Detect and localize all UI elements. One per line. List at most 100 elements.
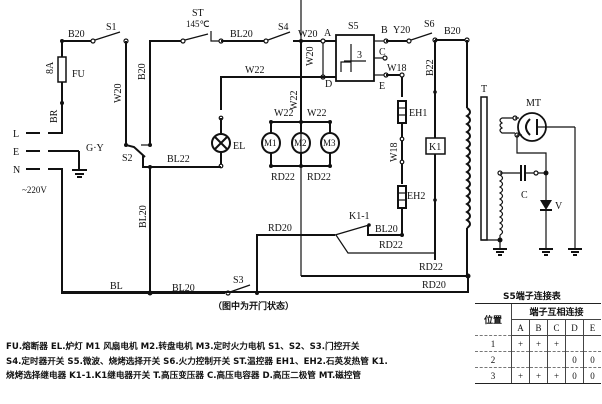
switch-s5: 3 S5 A D W20 B C E	[300, 21, 389, 92]
table-row: 2 0 0	[475, 351, 601, 368]
terminal-d-label: D	[325, 79, 332, 90]
column-header: E	[583, 319, 601, 336]
ground-wire-label: G·Y	[86, 143, 104, 154]
st-label: ST	[192, 8, 204, 19]
legend-line: FU.熔断器 EL.炉灯 M1 风扇电机 M2.转盘电机 M3.定时火力电机 S…	[6, 342, 360, 352]
table-cell	[511, 351, 530, 368]
diode-v: V	[539, 173, 563, 256]
column-header: B	[529, 319, 548, 336]
column-header: A	[511, 319, 530, 336]
power-input: L E N ~220V G·Y	[13, 129, 104, 195]
wire-label-w20-s1: W20	[113, 84, 124, 103]
ground-icon	[493, 248, 507, 256]
ground-icon	[72, 169, 87, 178]
wire-label-w18-mid: W18	[389, 143, 400, 162]
fuse-label: FU	[72, 69, 86, 80]
wire-label-bl: BL	[110, 281, 123, 292]
wire-label-rd22-k1: RD22	[419, 262, 443, 273]
position-cell: 1	[475, 335, 512, 352]
wire-label-rd20-bottom: RD20	[422, 280, 446, 291]
terminal-a-label: A	[324, 28, 332, 39]
v-label: V	[555, 201, 563, 212]
fuse-branch: FU 8A BR B20	[45, 29, 93, 134]
terminal-c-label: C	[379, 47, 386, 58]
wire-label-bl20-st: BL20	[230, 29, 253, 40]
table-cell: +	[547, 335, 566, 352]
table-cell: 0	[565, 351, 584, 368]
relay-switch-k1-1: K1-1	[334, 211, 436, 258]
wire-label-b20-s6: B20	[444, 26, 461, 37]
line-terminal-label: L	[13, 129, 19, 140]
component-legend: FU.熔断器 EL.炉灯 M1 风扇电机 M2.转盘电机 M3.定时火力电机 S…	[6, 340, 466, 384]
m1-label: M1	[264, 138, 277, 148]
table-cell: +	[511, 335, 530, 352]
eh1-label: EH1	[409, 108, 427, 119]
k1-1-label: K1-1	[349, 211, 370, 222]
voltage-label: ~220V	[22, 185, 47, 195]
wire-label-b20-st: B20	[137, 63, 148, 80]
wire-label-b22: B22	[425, 59, 436, 76]
mt-label: MT	[526, 98, 541, 109]
table-row: 3 + + + 0 0	[475, 367, 601, 384]
column-header: C	[547, 319, 566, 336]
s5-terminal-table: 位置 端子互相连接 A B C D E 1 + + + 2 0 0 3 + + …	[475, 303, 601, 384]
lamp-el: EL	[211, 115, 245, 169]
s4-label: S4	[278, 22, 289, 33]
s2-label: S2	[122, 153, 133, 164]
table-cell: +	[529, 335, 548, 352]
table-cell: +	[547, 367, 566, 384]
position-cell: 3	[475, 367, 512, 384]
wire-label-bl22: BL22	[167, 154, 190, 165]
wire-label-w18-top: W18	[387, 63, 406, 74]
door-open-note: （图中为开门状态）	[213, 302, 295, 312]
wire-label-y20: Y20	[393, 25, 410, 36]
table-cell: 0	[583, 367, 601, 384]
ground-icon	[568, 248, 582, 256]
s6-label: S6	[424, 19, 435, 30]
table-cell	[529, 351, 548, 368]
terminal-group-header: 端子互相连接	[511, 303, 601, 320]
neutral-wire	[48, 168, 225, 294]
wire-label-rd22-k11: RD22	[379, 240, 403, 251]
terminal-e-label: E	[379, 81, 385, 92]
table-cell	[583, 335, 601, 352]
magnetron-mt: MT	[499, 98, 582, 256]
table-cell: +	[529, 367, 548, 384]
fuse-rating: 8A	[45, 61, 56, 74]
eh2-label: EH2	[407, 191, 425, 202]
position-header: 位置	[475, 303, 512, 336]
legend-line: 烧烤选择继电器 K1-1.K1继电器开关 T.高压变压器 C.高压电容器 D.高…	[6, 371, 362, 382]
s5-position-label: 3	[357, 50, 362, 61]
k1-label: K1	[429, 142, 441, 153]
motor-m3: M3	[320, 132, 340, 154]
capacitor-c: C	[500, 165, 549, 201]
switch-s2: S2	[122, 143, 152, 169]
el-label: EL	[233, 141, 245, 152]
wire-label-bl20-s2: BL20	[138, 205, 149, 228]
table-cell	[565, 335, 584, 352]
fuse-icon	[57, 56, 67, 83]
wire-label-b20-top: B20	[68, 29, 85, 40]
switch-s1: S1	[90, 22, 129, 44]
c-label: C	[521, 190, 528, 201]
switch-s4: S4	[263, 22, 291, 44]
transformer-t: T	[465, 40, 507, 276]
s5-label: S5	[348, 21, 359, 32]
s5-table-title: S5端子连接表	[503, 292, 561, 302]
m3-label: M3	[323, 138, 336, 148]
position-cell: 2	[475, 351, 512, 368]
wire-label-w22-right: W22	[307, 108, 326, 119]
wire-label-br: BR	[49, 109, 60, 123]
earth-terminal-label: E	[13, 147, 19, 158]
wire-label-w20-s5: W20	[305, 47, 316, 66]
table-cell: 0	[583, 351, 601, 368]
wire-label-rd22-left: RD22	[271, 172, 295, 183]
wire-label-bl20-k11: BL20	[375, 224, 398, 235]
legend-line: S4.定时器开关 S5.微波、烧烤选择开关 S6.火力控制开关 ST.温控器 E…	[6, 356, 388, 367]
motor-m1: M1	[261, 132, 281, 154]
wire-label-rd20-left: RD20	[268, 223, 292, 234]
ground-icon	[539, 248, 553, 256]
table-cell: +	[511, 367, 530, 384]
motors: M1 M2 M3 RD22 RD22	[261, 0, 340, 276]
